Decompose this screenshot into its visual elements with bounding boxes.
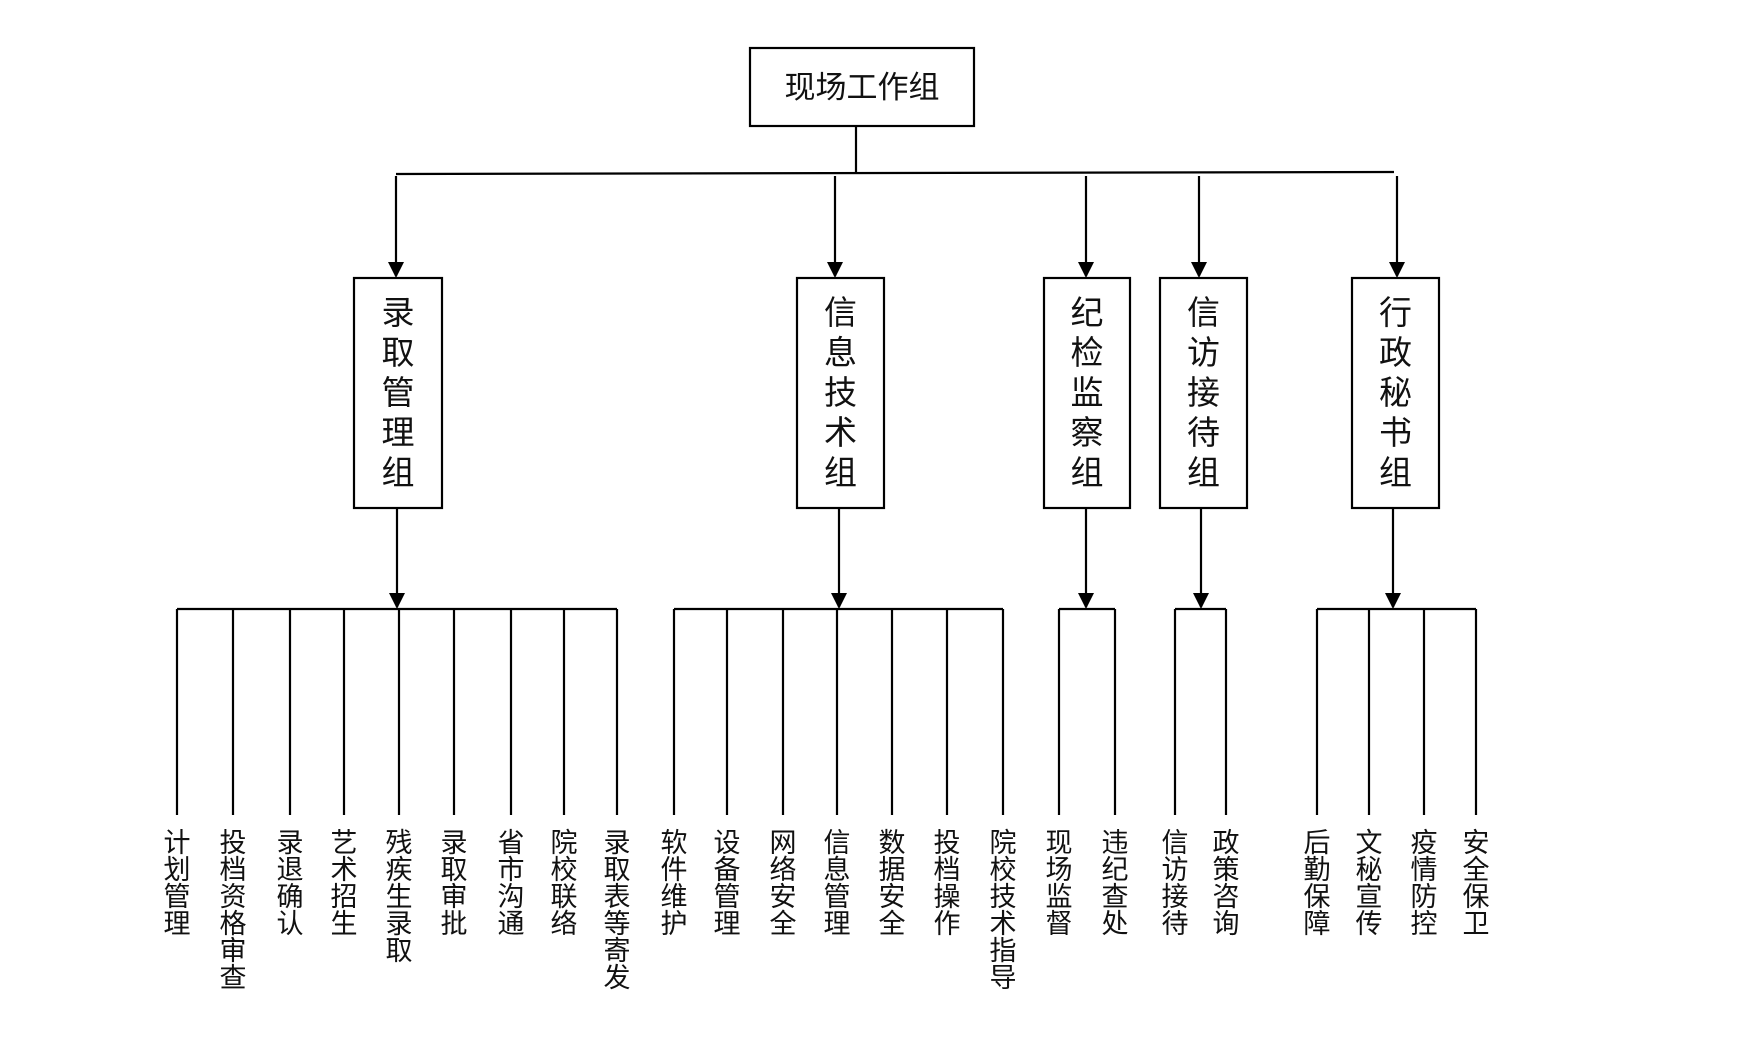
group-4-label: 信访接待组 bbox=[1187, 293, 1220, 492]
group-4-in-arrow bbox=[1191, 262, 1207, 278]
group-1-leaf-6-label: 录取审批 bbox=[441, 828, 468, 940]
group-2-leaf-7-label: 院校技术指导 bbox=[990, 828, 1017, 994]
group-2-leaf-4-label: 信息管理 bbox=[824, 828, 851, 940]
group-1-leaf-7-label: 省市沟通 bbox=[498, 828, 525, 940]
group-5-label: 行政秘书组 bbox=[1379, 293, 1412, 492]
group-1-out-arrow bbox=[389, 593, 405, 609]
group-1-leaf-3-label: 录退确认 bbox=[277, 828, 304, 940]
group-1-in-arrow bbox=[388, 262, 404, 278]
group-1-leaf-1-label: 计划管理 bbox=[164, 828, 191, 940]
group-1-leaf-5-label: 残疾生录取 bbox=[386, 828, 413, 967]
group-5-box bbox=[1350, 276, 1441, 510]
group-4-leaf-2-label: 政策咨询 bbox=[1213, 828, 1240, 940]
group-5-in-arrow bbox=[1389, 262, 1405, 278]
top-bus bbox=[395, 170, 1395, 176]
group-1-leaf-9-label: 录取表等寄发 bbox=[604, 828, 631, 994]
group-5-leaf-1-label: 后勤保障 bbox=[1304, 828, 1331, 940]
group-5-leaf-4-label: 安全保卫 bbox=[1463, 828, 1490, 940]
group-1-leaf-2-label: 投档资格审查 bbox=[220, 828, 247, 994]
group-3-label: 纪检监察组 bbox=[1071, 293, 1104, 492]
group-3-out-arrow bbox=[1078, 593, 1094, 609]
group-3-leaf-2-label: 违纪查处 bbox=[1102, 828, 1129, 940]
group-1-label: 录取管理组 bbox=[382, 293, 415, 492]
group-2-leaf-5-label: 数据安全 bbox=[879, 828, 906, 940]
group-4-box bbox=[1158, 276, 1249, 510]
group-3-leaf-1-label: 现场监督 bbox=[1046, 828, 1073, 940]
group-3-box bbox=[1042, 276, 1132, 510]
root-label: 现场工作组 bbox=[785, 70, 940, 106]
group-2-leaf-3-label: 网络安全 bbox=[770, 828, 797, 940]
group-2-in-arrow bbox=[827, 262, 843, 278]
group-4-leaf-1-label: 信访接待 bbox=[1162, 828, 1189, 940]
group-2-label: 信息技术组 bbox=[824, 293, 857, 492]
group-5-out-arrow bbox=[1385, 593, 1401, 609]
root-box bbox=[748, 46, 976, 128]
group-1-box bbox=[352, 276, 444, 510]
group-4-out-arrow bbox=[1193, 593, 1209, 609]
group-2-leaf-6-label: 投档操作 bbox=[934, 828, 961, 940]
group-2-out-arrow bbox=[831, 593, 847, 609]
group-1-leaf-8-label: 院校联络 bbox=[551, 828, 578, 940]
group-2-leaf-2-label: 设备管理 bbox=[714, 828, 741, 940]
group-1-leaf-4-label: 艺术招生 bbox=[331, 828, 358, 940]
group-2-leaf-1-label: 软件维护 bbox=[661, 828, 688, 940]
group-5-leaf-2-label: 文秘宣传 bbox=[1356, 828, 1383, 940]
group-5-leaf-3-label: 疫情防控 bbox=[1411, 828, 1438, 940]
group-2-box bbox=[795, 276, 886, 510]
group-3-in-arrow bbox=[1078, 262, 1094, 278]
